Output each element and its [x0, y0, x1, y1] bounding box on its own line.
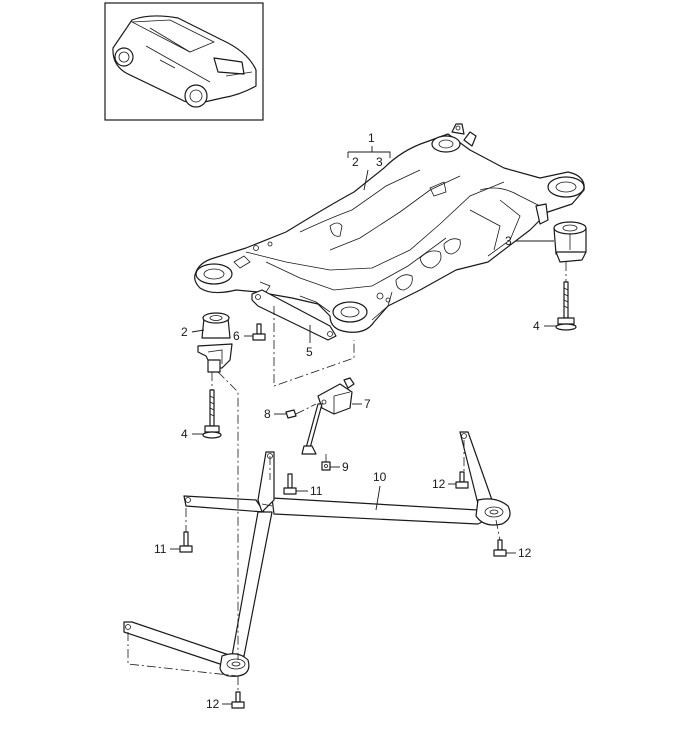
- callout-6: 6: [233, 329, 240, 343]
- nut-part-9: [321, 461, 331, 471]
- callout-7: 7: [364, 397, 371, 411]
- sensor-part-7: [301, 377, 355, 455]
- callout-4-right: 4: [533, 319, 540, 333]
- mount-ring-rear-right: [547, 176, 585, 198]
- bolt-part-12-top: [455, 471, 469, 489]
- car-illustration: [112, 15, 257, 108]
- bushing-left: [197, 312, 233, 373]
- callout-9: 9: [342, 460, 349, 474]
- callout-2: 2: [181, 325, 188, 339]
- callout-3-group: 3: [376, 155, 383, 169]
- callout-11-upper: 11: [310, 484, 323, 498]
- callout-12-top: 12: [432, 477, 446, 491]
- callout-11-lower: 11: [154, 542, 167, 556]
- bolt-part-12-bottom: [231, 691, 245, 709]
- bracket-part-5: [251, 289, 337, 341]
- vehicle-inset: [104, 2, 264, 121]
- bushing-right: [553, 221, 587, 263]
- callout-5: 5: [306, 345, 313, 359]
- mount-ring-top: [431, 135, 461, 153]
- bolt-part-11-lower: [179, 531, 193, 553]
- bolt-part-4-left: [202, 389, 222, 439]
- callout-10: 10: [373, 470, 387, 484]
- callout-8: 8: [264, 407, 271, 421]
- subframe: [194, 123, 585, 333]
- screw-part-6: [252, 323, 266, 341]
- mount-ring-center: [332, 301, 368, 323]
- cross-brace-part-10: [123, 431, 511, 677]
- mount-ring-front-left: [195, 263, 233, 285]
- subframe-body: [194, 133, 585, 333]
- bolt-part-11-upper: [283, 473, 297, 495]
- callout-4-left: 4: [181, 427, 188, 441]
- bolt-part-12-right: [493, 539, 507, 557]
- bolt-part-4-right: [555, 281, 577, 331]
- callouts: 1 2 3 3 2 4 4 5 6 7 8 9 10 11 11 12 12 1…: [154, 131, 540, 711]
- callout-3: 3: [505, 234, 512, 248]
- nut-part-8: [285, 409, 297, 419]
- assembly-lines: [127, 262, 567, 692]
- callout-12-bottom: 12: [206, 697, 220, 711]
- callout-2-group: 2: [352, 155, 359, 169]
- leader-lines: [170, 146, 556, 705]
- callout-12-right: 12: [518, 546, 532, 560]
- callout-1: 1: [368, 131, 375, 145]
